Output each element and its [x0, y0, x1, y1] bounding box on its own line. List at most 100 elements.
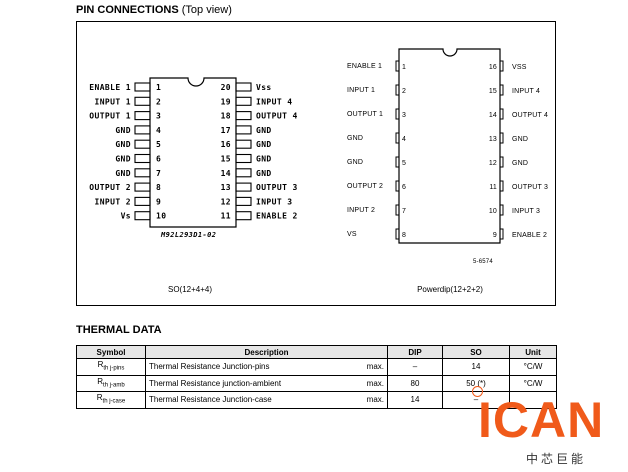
powerdip-pin-number: 10 — [489, 208, 497, 215]
powerdip-pin-lead — [395, 132, 400, 144]
so-pin-number: 16 — [221, 140, 231, 149]
powerdip-pin-lead — [499, 132, 504, 144]
powerdip-pin-lead — [395, 204, 400, 216]
so-pin-5: GND 5 — [115, 139, 161, 149]
powerdip-package-code: 5-6574 — [473, 259, 493, 265]
so-pin-name: OUTPUT 4 — [256, 112, 298, 121]
so-pin-number: 13 — [221, 183, 231, 192]
powerdip-pin-number: 3 — [402, 112, 406, 119]
powerdip-pin-name: INPUT 1 — [347, 87, 375, 94]
so-pin-name: Vs — [121, 212, 131, 221]
description-cell: Thermal Resistance Junction-case — [144, 391, 352, 409]
powerdip-pin-name: OUTPUT 3 — [512, 184, 548, 191]
so-pin-number: 5 — [156, 140, 161, 149]
so-pin-number: 2 — [156, 97, 161, 106]
powerdip-pin-name: OUTPUT 2 — [347, 183, 383, 190]
powerdip-pin-lead — [395, 228, 400, 240]
header-symbol: Symbol — [76, 345, 146, 359]
so-pin-number: 3 — [156, 112, 161, 121]
powerdip-pin-15: 15 INPUT 4 — [489, 84, 540, 96]
powerdip-pin-name: GND — [347, 135, 363, 142]
so-pin-name: OUTPUT 2 — [89, 183, 131, 192]
watermark-logo: ICAN — [478, 392, 605, 448]
so-pin-2: INPUT 1 2 — [94, 96, 161, 106]
so-cell: 14 — [442, 358, 510, 376]
so-pin-name: INPUT 1 — [94, 97, 131, 106]
powerdip-pin-lead — [499, 60, 504, 72]
so-pin-lead — [235, 211, 252, 221]
so-pin-16: 16 GND — [221, 139, 272, 149]
dip-cell: – — [387, 358, 443, 376]
so-pin-lead — [235, 153, 252, 164]
pin-connections-subtitle: (Top view) — [181, 4, 232, 16]
description-cell: Thermal Resistance Junction-pins — [144, 358, 352, 376]
so-pin-lead — [134, 125, 151, 135]
powerdip-pin-lead — [395, 156, 400, 168]
so-pin-number: 14 — [221, 169, 231, 178]
dip-cell: 80 — [387, 374, 443, 393]
so-pin-3: OUTPUT 1 3 — [89, 111, 161, 121]
powerdip-pin-lead — [499, 180, 504, 192]
so-pin-name: ENABLE 2 — [256, 212, 298, 221]
so-package-caption: SO(12+4+4) — [168, 285, 212, 294]
so-pin-lead — [134, 211, 151, 221]
powerdip-pin-name: VS — [347, 231, 357, 238]
powerdip-pin-lead — [395, 180, 400, 192]
powerdip-pin-number: 8 — [402, 232, 406, 239]
powerdip-pin-number: 9 — [493, 232, 497, 239]
powerdip-pin-name: INPUT 4 — [512, 88, 540, 95]
so-pin-number: 1 — [156, 83, 161, 92]
unit-cell: °C/W — [509, 358, 557, 376]
thermal-data-title: THERMAL DATA — [76, 324, 162, 336]
so-pin-lead — [235, 168, 252, 178]
so-pin-name: GND — [115, 155, 131, 164]
so-pin-name: GND — [115, 169, 131, 178]
so-pin-name: GND — [115, 140, 131, 149]
so-pin-lead — [134, 182, 151, 192]
powerdip-pin-name: INPUT 2 — [347, 207, 375, 214]
powerdip-pin-name: ENABLE 1 — [347, 63, 382, 70]
so-pin-name: GND — [256, 140, 272, 149]
so-pin-lead — [235, 125, 252, 135]
pin-connections-heading: PIN CONNECTIONS — [76, 4, 179, 16]
so-pin-name: OUTPUT 1 — [89, 112, 131, 121]
powerdip-pin-8: VS 8 — [347, 228, 406, 240]
pin-connections-box — [76, 21, 556, 306]
pin-connections-title: PIN CONNECTIONS (Top view) — [76, 4, 232, 16]
symbol-cell: Rth j-case — [76, 391, 146, 409]
powerdip-pin-number: 12 — [489, 160, 497, 167]
so-pin-number: 6 — [156, 155, 161, 164]
powerdip-pin-number: 15 — [489, 88, 497, 95]
so-pin-number: 15 — [221, 155, 231, 164]
powerdip-package-outline — [398, 48, 501, 244]
so-pin-number: 17 — [221, 126, 231, 135]
powerdip-pin-name: VSS — [512, 64, 527, 71]
so-pin-name: INPUT 3 — [256, 197, 293, 206]
so-pin-number: 4 — [156, 126, 161, 135]
qualifier-cell: max. — [351, 358, 388, 376]
powerdip-pin-number: 14 — [489, 112, 497, 119]
so-package-outline — [149, 77, 237, 228]
so-pin-lead — [134, 82, 151, 92]
powerdip-pin-lead — [395, 84, 400, 96]
so-pin-name: GND — [256, 169, 272, 178]
so-pin-lead — [235, 182, 252, 192]
powerdip-pin-lead — [395, 60, 400, 72]
